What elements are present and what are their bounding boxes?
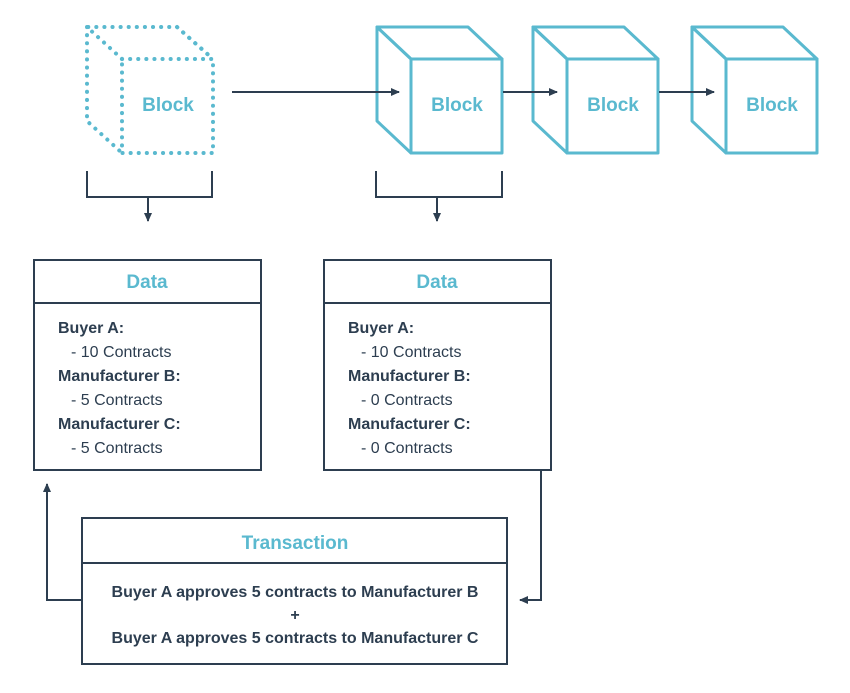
pending-block: Block bbox=[81, 25, 215, 155]
data-to-transaction-arrow bbox=[519, 470, 542, 604]
block-4: Block bbox=[690, 25, 819, 155]
block-label: Block bbox=[587, 95, 639, 116]
block-label: Block bbox=[746, 95, 798, 116]
data-line: - 5 Contracts bbox=[71, 440, 163, 457]
data-line: Buyer A: bbox=[58, 320, 124, 337]
transaction-line: Buyer A approves 5 contracts to Manufact… bbox=[112, 584, 479, 601]
data-line: Manufacturer B: bbox=[348, 368, 471, 385]
data-box-1: Data Buyer A: - 10 Contracts Manufacture… bbox=[33, 259, 262, 471]
transaction-to-data-arrow bbox=[43, 483, 82, 601]
data-box-title: Data bbox=[416, 272, 458, 293]
data-line: Buyer A: bbox=[348, 320, 414, 337]
transaction-box: Transaction Buyer A approves 5 contracts… bbox=[81, 517, 508, 665]
data-box-title: Data bbox=[126, 272, 168, 293]
block-bracket bbox=[375, 171, 503, 198]
block-bracket bbox=[86, 171, 213, 198]
data-line: - 10 Contracts bbox=[361, 344, 461, 361]
block-3: Block bbox=[531, 25, 660, 155]
data-line: - 10 Contracts bbox=[71, 344, 171, 361]
data-line: - 0 Contracts bbox=[361, 440, 453, 457]
data-line: Manufacturer B: bbox=[58, 368, 181, 385]
transaction-line: Buyer A approves 5 contracts to Manufact… bbox=[112, 630, 479, 647]
data-line: Manufacturer C: bbox=[348, 416, 471, 433]
block-label: Block bbox=[431, 95, 483, 116]
transaction-plus: + bbox=[290, 607, 299, 624]
data-line: - 5 Contracts bbox=[71, 392, 163, 409]
block-2: Block bbox=[375, 25, 504, 155]
data-line: - 0 Contracts bbox=[361, 392, 453, 409]
data-line: Manufacturer C: bbox=[58, 416, 181, 433]
transaction-title: Transaction bbox=[242, 533, 349, 554]
block-label: Block bbox=[142, 95, 194, 116]
data-box-2: Data Buyer A: - 10 Contracts Manufacture… bbox=[323, 259, 552, 471]
